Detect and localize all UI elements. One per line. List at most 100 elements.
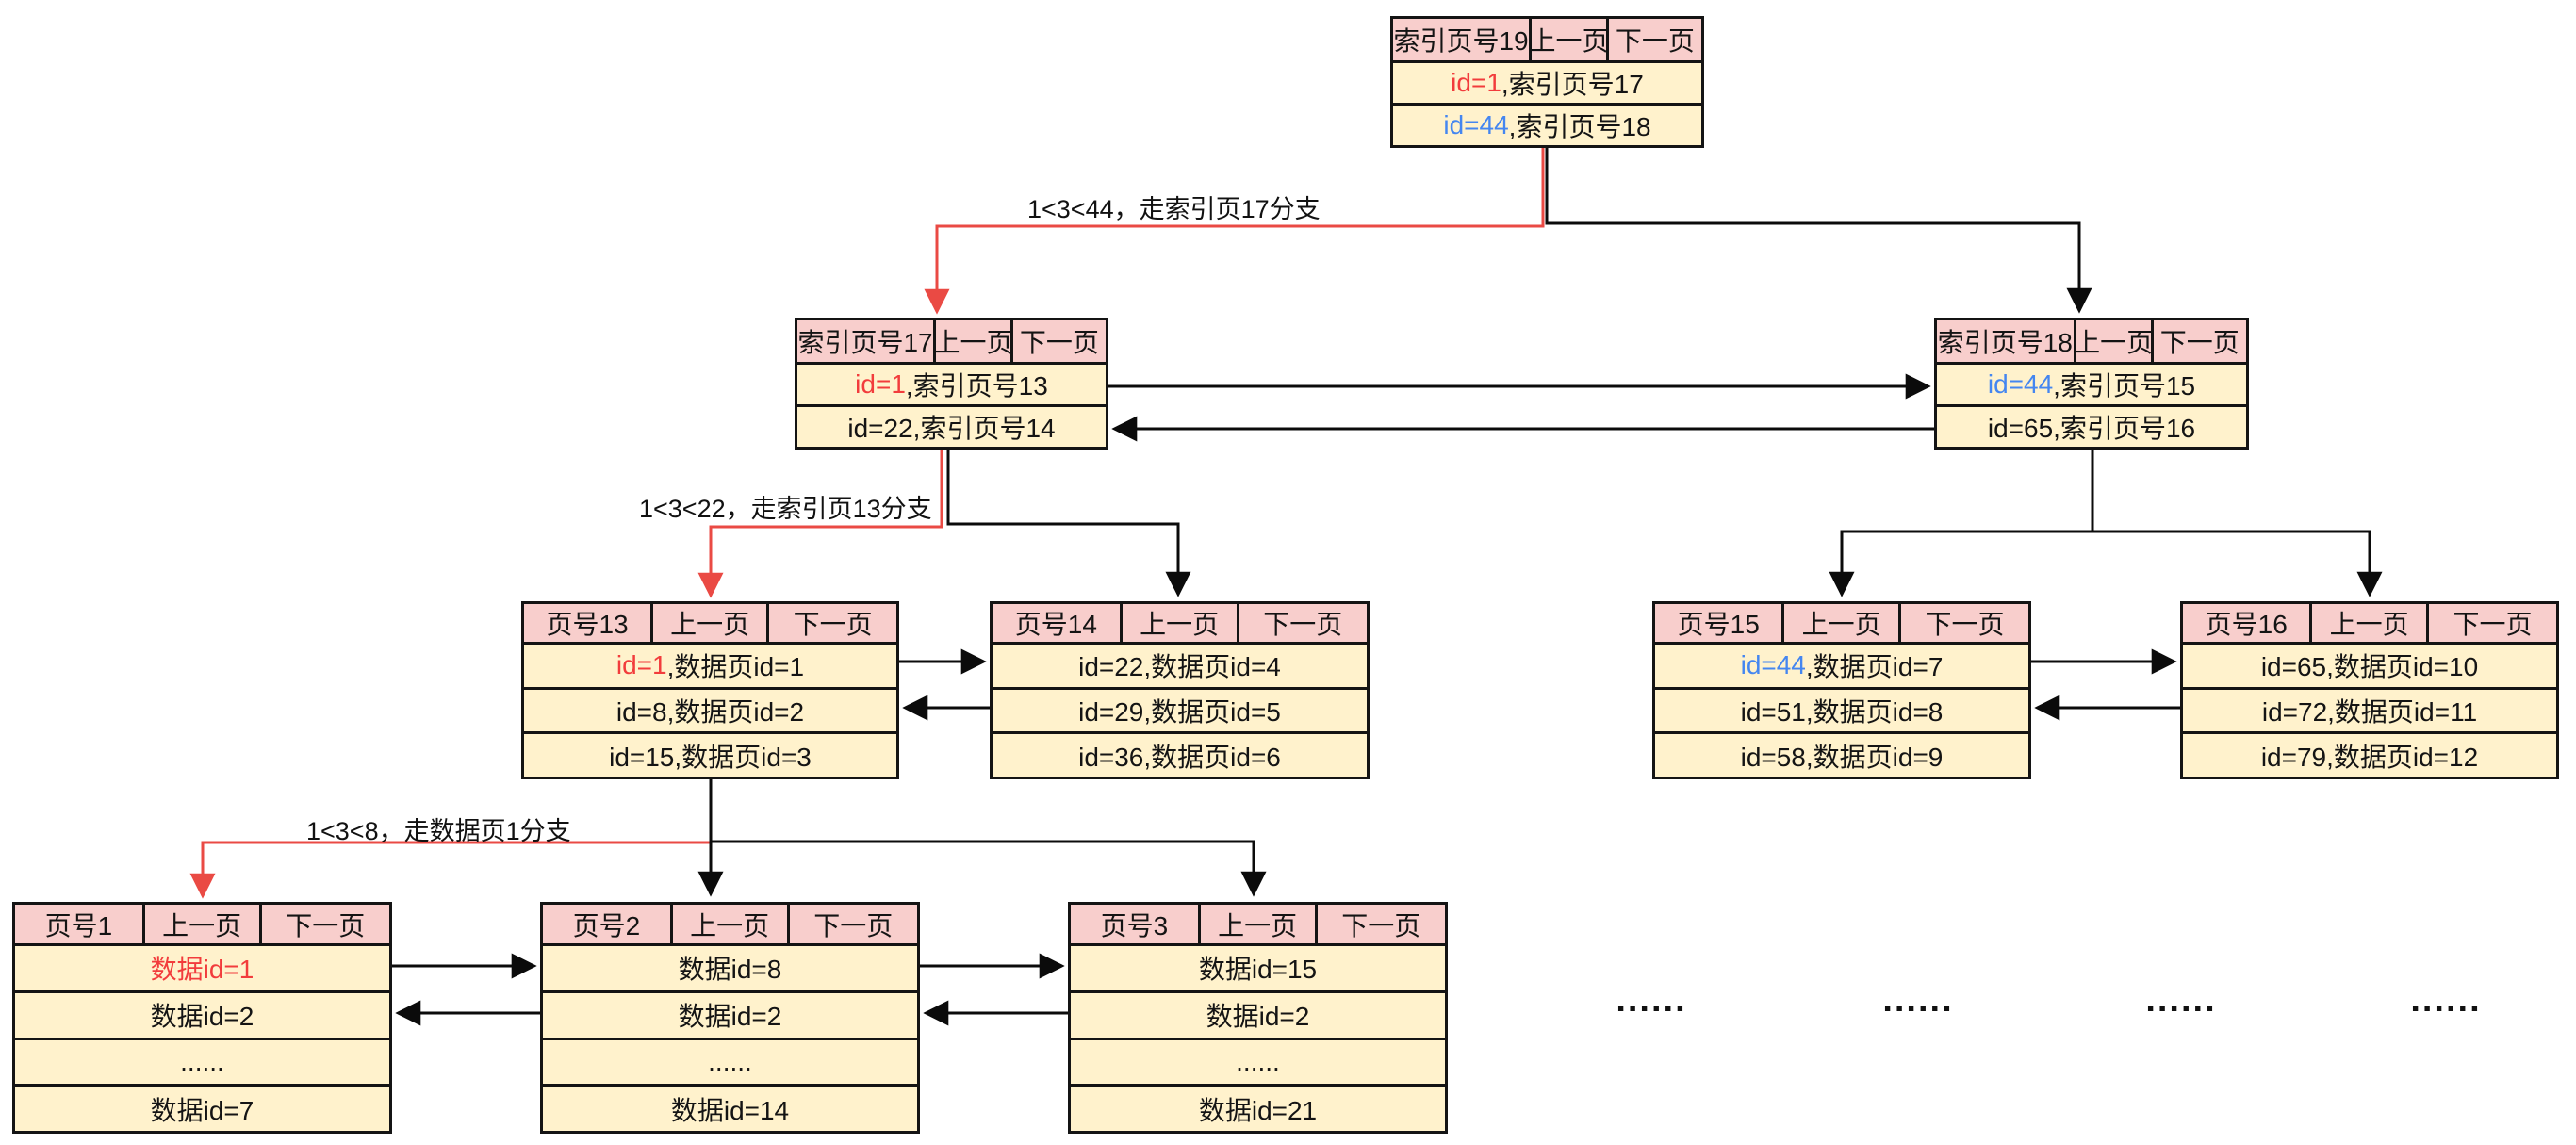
row-text: ,数据页id=1 — [666, 652, 805, 682]
record-row: 数据id=7 — [15, 1084, 389, 1131]
ellipsis-more-pages: ...... — [2145, 980, 2217, 1020]
wire-idx17-to-p14 — [946, 450, 1191, 597]
page-box-p1: 页号1 上一页 下一页 数据id=1 数据id=2 ...... 数据id=7 — [12, 902, 392, 1134]
row-text: id=36,数据页id=6 — [1078, 742, 1281, 772]
record-row: 数据id=1 — [15, 943, 389, 990]
row-text: 数据id=14 — [670, 1095, 790, 1125]
page-title: 索引页号18 — [1937, 320, 2076, 362]
record-row: 数据id=14 — [543, 1084, 917, 1131]
next-page-cell: 下一页 — [813, 910, 894, 941]
record-row: id=51,数据页id=8 — [1655, 686, 2028, 732]
record-row: id=44,索引页号18 — [1393, 103, 1701, 145]
page-header: 页号3 上一页 下一页 — [1071, 905, 1445, 943]
page-header: 页号14 上一页 下一页 — [993, 604, 1367, 642]
next-page-cell: 下一页 — [286, 910, 366, 941]
wire-idx19-to-idx18 — [1545, 148, 2092, 314]
record-row: id=65,数据页id=10 — [2183, 642, 2556, 687]
record-row: id=22,索引页号14 — [797, 404, 1106, 447]
row-text: 数据id=2 — [150, 1002, 254, 1032]
row-text: 数据id=2 — [678, 1002, 782, 1032]
row-text: 数据id=8 — [678, 955, 782, 985]
page-box-p15: 页号15 上一页 下一页 id=44,数据页id=7 id=51,数据页id=8… — [1652, 601, 2031, 779]
record-row: id=1,索引页号17 — [1393, 60, 1701, 103]
wire-p13-to-p1-red — [189, 841, 711, 899]
row-text: id=51,数据页id=8 — [1740, 697, 1944, 727]
ellipsis-more-pages: ...... — [2410, 980, 2482, 1020]
record-row: 数据id=21 — [1071, 1084, 1445, 1131]
page-title: 页号2 — [543, 905, 673, 943]
row-text: ,索引页号13 — [905, 371, 1048, 401]
page-header: 页号15 上一页 下一页 — [1655, 604, 2028, 642]
record-row: 数据id=8 — [543, 943, 917, 990]
prev-page-cell: 上一页 — [1123, 604, 1239, 642]
wire-p13-to-p3 — [711, 840, 1267, 897]
page-box-p3: 页号3 上一页 下一页 数据id=15 数据id=2 ...... 数据id=2… — [1068, 902, 1448, 1134]
row-key: id=1 — [855, 369, 906, 399]
prev-page-cell: 上一页 — [1201, 905, 1318, 943]
record-row: ...... — [15, 1037, 389, 1085]
branch-label-p1: 1<3<8，走数据页1分支 — [306, 817, 571, 845]
row-text: id=65,数据页id=10 — [2260, 652, 2479, 682]
page-header: 索引页号19 上一页 下一页 — [1393, 19, 1701, 60]
page-title: 页号14 — [993, 604, 1123, 642]
row-text: id=22,数据页id=4 — [1078, 652, 1281, 682]
record-row: 数据id=2 — [543, 990, 917, 1038]
page-box-idx18: 索引页号18 上一页 下一页 id=44,索引页号15 id=65,索引页号16 — [1934, 318, 2249, 450]
row-text: ,索引页号18 — [1508, 112, 1651, 141]
prev-page-cell: 上一页 — [2074, 320, 2154, 362]
page-box-p2: 页号2 上一页 下一页 数据id=8 数据id=2 ...... 数据id=14 — [540, 902, 920, 1134]
branch-label-idx17: 1<3<44，走索引页17分支 — [1027, 195, 1321, 223]
page-title: 索引页号19 — [1393, 19, 1533, 60]
prev-page-cell: 上一页 — [673, 905, 790, 943]
wire-idx19-to-idx17-red — [924, 148, 1545, 315]
page-header: 索引页号18 上一页 下一页 — [1937, 320, 2246, 362]
row-text: ,数据页id=7 — [1805, 652, 1944, 682]
page-header: 页号16 上一页 下一页 — [2183, 604, 2556, 642]
record-row: id=72,数据页id=11 — [2183, 686, 2556, 732]
record-row: id=44,数据页id=7 — [1655, 642, 2028, 687]
record-row: id=1,数据页id=1 — [524, 642, 896, 687]
row-text: id=15,数据页id=3 — [609, 742, 812, 772]
page-title: 页号13 — [524, 604, 654, 642]
page-title: 页号15 — [1655, 604, 1785, 642]
page-header: 页号13 上一页 下一页 — [524, 604, 896, 642]
prev-page-cell: 上一页 — [653, 604, 770, 642]
record-row: id=22,数据页id=4 — [993, 642, 1367, 687]
row-text: id=8,数据页id=2 — [615, 697, 805, 727]
row-text: ...... — [1236, 1046, 1280, 1076]
page-header: 页号1 上一页 下一页 — [15, 905, 389, 943]
row-text: id=65,索引页号16 — [1987, 414, 2196, 443]
next-page-cell: 下一页 — [1019, 328, 1099, 357]
row-text: ...... — [708, 1046, 752, 1076]
next-page-cell: 下一页 — [1925, 610, 2005, 639]
page-box-idx19: 索引页号19 上一页 下一页 id=1,索引页号17 id=44,索引页号18 — [1390, 16, 1704, 148]
page-title: 页号16 — [2183, 604, 2313, 642]
record-row: id=36,数据页id=6 — [993, 731, 1367, 777]
wire-idx18-to-p16 — [2092, 530, 2383, 597]
row-text: id=72,数据页id=11 — [2261, 697, 2478, 727]
record-row: id=8,数据页id=2 — [524, 686, 896, 732]
page-title: 页号3 — [1071, 905, 1201, 943]
row-text: id=29,数据页id=5 — [1078, 697, 1281, 727]
row-text: 数据id=7 — [150, 1095, 254, 1125]
page-title: 索引页号17 — [797, 320, 937, 362]
row-text: ...... — [180, 1046, 224, 1076]
ellipsis-more-pages: ...... — [1616, 980, 1687, 1020]
record-row: id=1,索引页号13 — [797, 362, 1106, 404]
record-row: 数据id=2 — [1071, 990, 1445, 1038]
wire-idx17-to-p13-red — [697, 450, 943, 598]
page-title: 页号1 — [15, 905, 145, 943]
page-box-idx17: 索引页号17 上一页 下一页 id=1,索引页号13 id=22,索引页号14 — [795, 318, 1108, 450]
row-text: 数据id=2 — [1206, 1002, 1310, 1032]
row-key: id=44 — [1443, 110, 1509, 139]
row-text: ,索引页号15 — [2053, 371, 2196, 401]
wire-idx18-to-p15 — [1829, 530, 2092, 597]
next-page-cell: 下一页 — [1263, 610, 1343, 639]
next-page-cell: 下一页 — [2453, 610, 2533, 639]
page-header: 索引页号17 上一页 下一页 — [797, 320, 1106, 362]
record-row: id=58,数据页id=9 — [1655, 731, 2028, 777]
record-row: id=79,数据页id=12 — [2183, 731, 2556, 777]
page-header: 页号2 上一页 下一页 — [543, 905, 917, 943]
